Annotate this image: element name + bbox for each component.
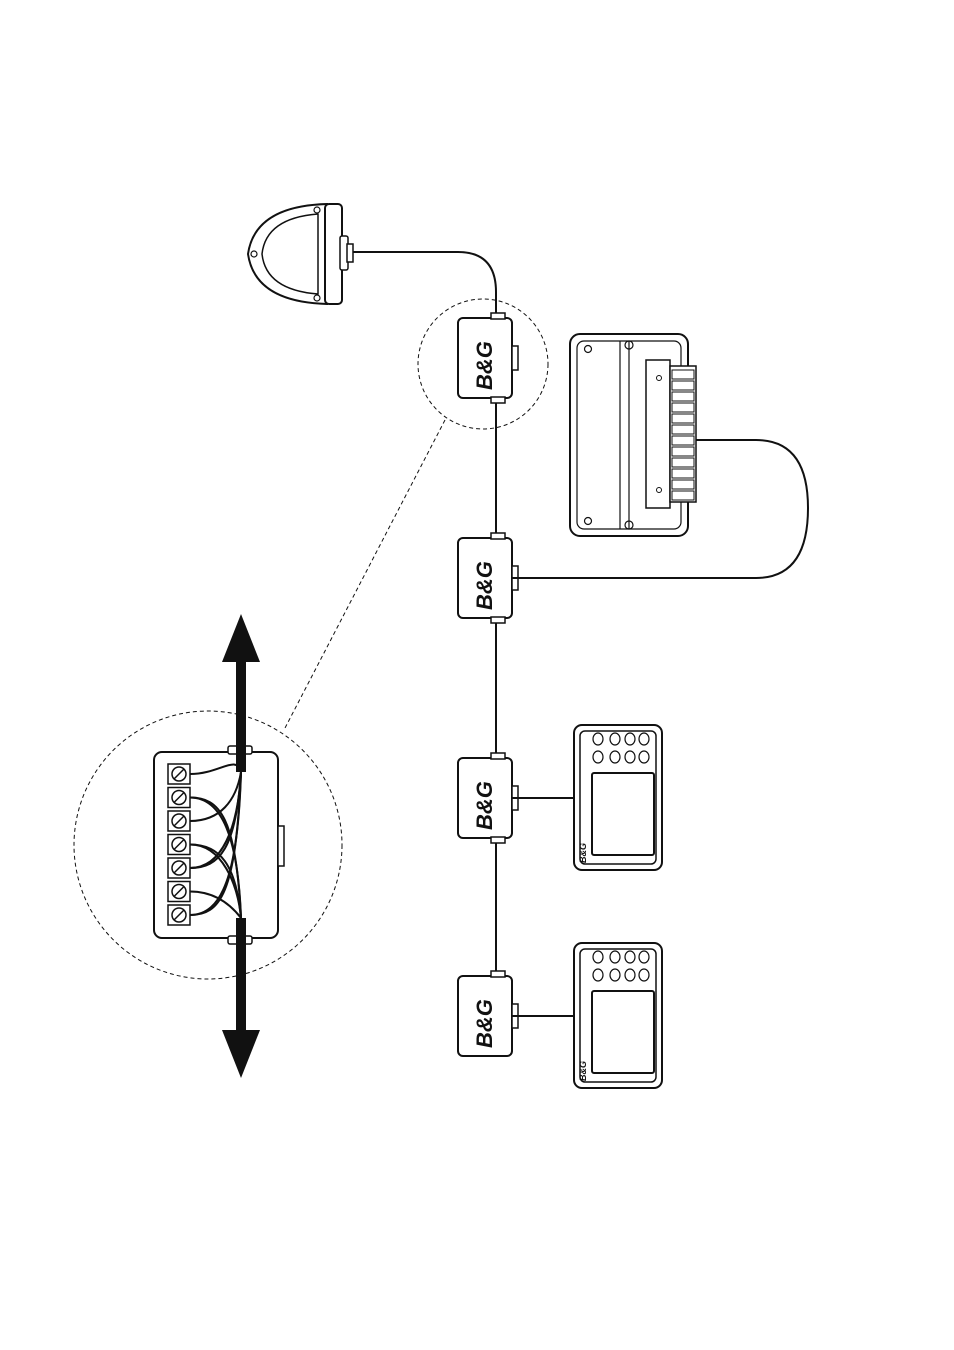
key-button-icon (593, 733, 603, 745)
arrow-down-icon (222, 1030, 260, 1078)
key-button-icon (610, 733, 620, 745)
display-logo: B&G (578, 1061, 588, 1081)
terminal-pin (672, 469, 694, 478)
key-button-icon (610, 951, 620, 963)
wire-clamp-bottom (236, 918, 246, 930)
terminal-pin (672, 414, 694, 423)
brand-logo: B&G (472, 341, 497, 390)
key-button-icon (593, 969, 603, 981)
key-button-icon (610, 751, 620, 763)
key-button-icon (625, 969, 635, 981)
terminal-pin (672, 458, 694, 467)
terminal-pin (672, 392, 694, 401)
processor-unit (570, 334, 696, 536)
junction-box-3: B&G (458, 753, 518, 843)
key-button-icon (639, 951, 649, 963)
key-button-icon (639, 969, 649, 981)
detail-junction-box (154, 746, 284, 944)
terminal-pin (672, 491, 694, 500)
wire-clamp-top (236, 760, 246, 772)
terminal-pin (672, 480, 694, 489)
detail-terminal-block (168, 764, 190, 925)
key-button-icon (625, 951, 635, 963)
key-button-icon (593, 751, 603, 763)
key-button-icon (610, 969, 620, 981)
terminal-pin (672, 403, 694, 412)
key-button-icon (593, 951, 603, 963)
instrument-display-1: B&G (574, 725, 662, 870)
brand-logo: B&G (472, 781, 497, 830)
brand-logo: B&G (472, 999, 497, 1048)
junction-box-1: B&G (458, 313, 518, 403)
key-button-icon (625, 733, 635, 745)
junction-box-4: B&G (458, 971, 518, 1056)
key-button-icon (639, 751, 649, 763)
terminal-pin (672, 425, 694, 434)
brand-logo: B&G (472, 561, 497, 610)
terminal-pin (672, 381, 694, 390)
key-button-icon (639, 733, 649, 745)
key-button-icon (625, 751, 635, 763)
arrow-up-icon (222, 614, 260, 662)
junction-box-2: B&G (458, 533, 518, 623)
terminal-pin (672, 447, 694, 456)
instrument-display-2: B&G (574, 943, 662, 1088)
terminal-pin (672, 370, 694, 379)
dome-sensor (248, 204, 353, 304)
callout-leader-line (285, 420, 445, 728)
display-logo: B&G (578, 843, 588, 863)
terminal-pin (672, 436, 694, 445)
